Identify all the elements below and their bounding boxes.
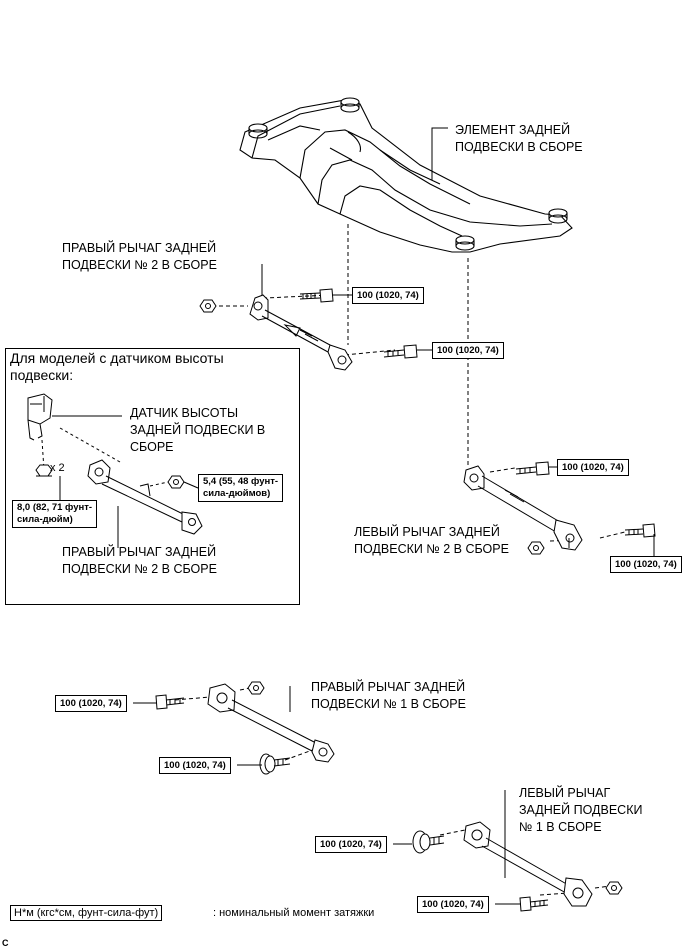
bolt-drawing bbox=[155, 694, 185, 710]
left-arm-2-drawing bbox=[463, 465, 583, 551]
torque-spec-box: 100 (1020, 74) bbox=[557, 459, 629, 476]
nut-drawing bbox=[527, 541, 545, 555]
nut-drawing bbox=[247, 681, 265, 695]
right-arm-2-drawing bbox=[249, 294, 353, 371]
quantity-multiplier: x 2 bbox=[50, 462, 65, 474]
label-right-arm-2: ПРАВЫЙ РЫЧАГ ЗАДНЕЙ ПОДВЕСКИ № 2 В СБОРЕ bbox=[62, 241, 217, 272]
bolt-drawing bbox=[383, 344, 418, 359]
torque-spec-box: 100 (1020, 74) bbox=[159, 757, 231, 774]
label-rear-suspension-member: ЭЛЕМЕНТ ЗАДНЕЙ ПОДВЕСКИ В СБОРЕ bbox=[455, 123, 583, 154]
height-sensor-drawing bbox=[27, 393, 53, 441]
torque-spec-box: 100 (1020, 74) bbox=[610, 556, 682, 573]
bolt-drawing bbox=[519, 896, 549, 912]
nut-drawing bbox=[199, 299, 217, 313]
torque-spec-box: 100 (1020, 74) bbox=[55, 695, 127, 712]
figure-code: C bbox=[2, 938, 9, 948]
left-arm-1-drawing bbox=[463, 821, 593, 907]
label-right-arm-1: ПРАВЫЙ РЫЧАГ ЗАДНЕЙ ПОДВЕСКИ № 1 В СБОРЕ bbox=[311, 680, 466, 711]
rear-suspension-member-drawing bbox=[239, 97, 573, 253]
bolt-drawing bbox=[515, 461, 550, 476]
height-sensor-inset bbox=[5, 348, 300, 605]
torque-spec-box-nut: 5,4 (55, 48 фунт- сила-дюймов) bbox=[198, 474, 284, 502]
label-height-sensor: ДАТЧИК ВЫСОТЫ ЗАДНЕЙ ПОДВЕСКИ В СБОРЕ bbox=[130, 406, 266, 454]
inset-title: Для моделей с датчиком высоты подвески: bbox=[10, 350, 224, 383]
assembly-guide-lines bbox=[174, 224, 626, 896]
torque-leaders bbox=[133, 294, 558, 905]
right-arm-1-drawing bbox=[207, 683, 335, 763]
flange-bolt-drawing bbox=[259, 753, 291, 775]
torque-spec-box: 100 (1020, 74) bbox=[432, 342, 504, 359]
leader-rear-member bbox=[431, 127, 448, 180]
torque-spec-box-sensor: 8,0 (82, 71 фунт- сила-дюйм) bbox=[12, 500, 98, 528]
bolt-drawing bbox=[624, 523, 656, 538]
inset-right-arm-2-drawing bbox=[87, 459, 203, 535]
legend-units-box: Н*м (кгс*см, фунт-сила-фут) bbox=[10, 905, 163, 921]
torque-spec-box: 100 (1020, 74) bbox=[315, 836, 387, 853]
label-left-arm-2: ЛЕВЫЙ РЫЧАГ ЗАДНЕЙ ПОДВЕСКИ № 2 В СБОРЕ bbox=[354, 525, 509, 556]
washer-nut-drawing bbox=[35, 464, 53, 477]
bolt-drawing bbox=[299, 288, 334, 303]
label-inset-right-arm-2: ПРАВЫЙ РЫЧАГ ЗАДНЕЙ ПОДВЕСКИ № 2 В СБОРЕ bbox=[62, 545, 217, 576]
nut-drawing bbox=[605, 881, 623, 895]
flange-bolt-drawing bbox=[412, 830, 445, 854]
torque-spec-box: 100 (1020, 74) bbox=[352, 287, 424, 304]
label-left-arm-1: ЛЕВЫЙ РЫЧАГ ЗАДНЕЙ ПОДВЕСКИ № 1 В СБОРЕ bbox=[519, 786, 643, 834]
torque-spec-box: 100 (1020, 74) bbox=[417, 896, 489, 913]
legend-text: : номинальный момент затяжки bbox=[213, 907, 375, 919]
